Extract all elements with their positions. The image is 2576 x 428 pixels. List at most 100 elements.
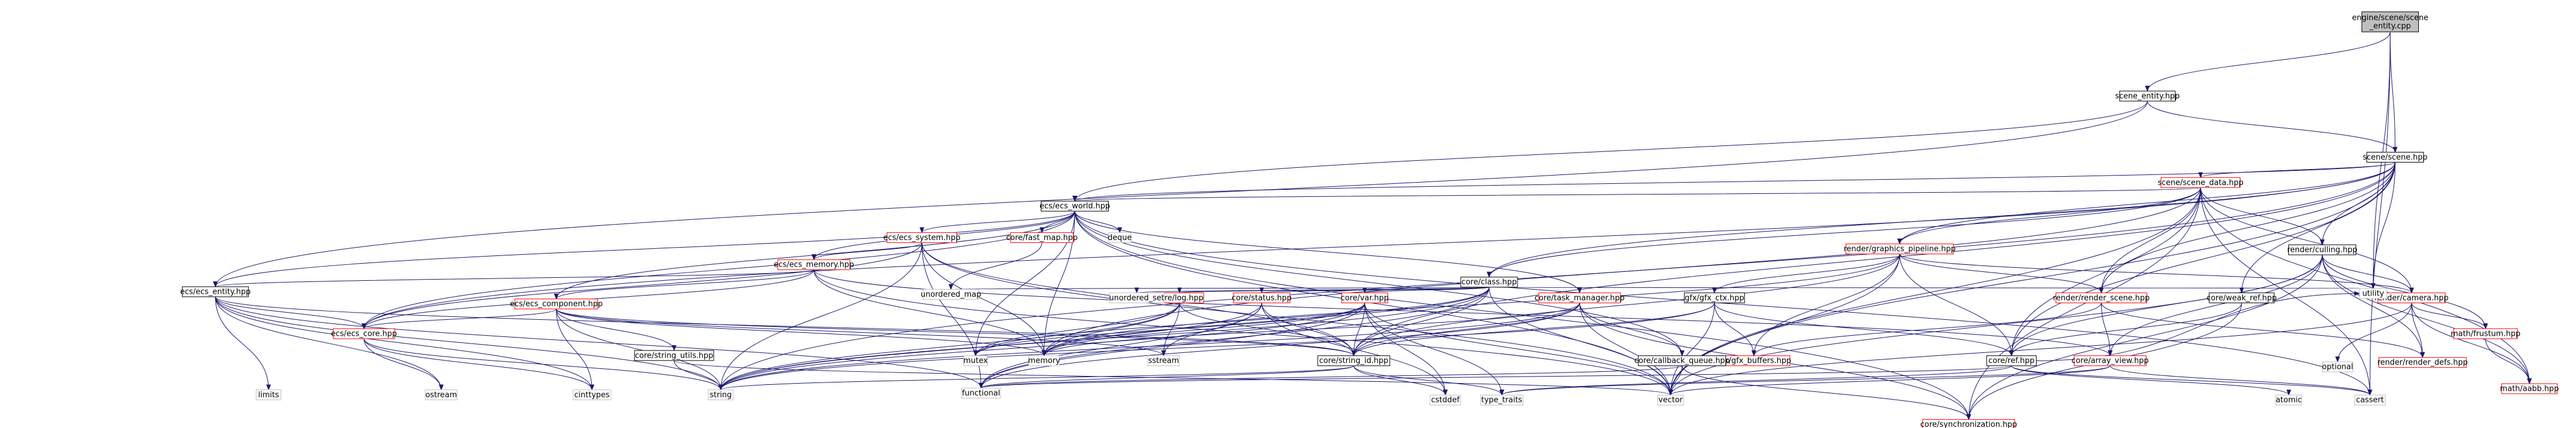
node-box-scene_data — [2160, 177, 2240, 188]
node-atomic: atomic — [2275, 394, 2303, 406]
node-frustum[interactable]: math/frustum.hpp — [2451, 328, 2520, 339]
node-box-ecs_system — [887, 232, 958, 243]
node-label-ecs_system: ecs/ecs_system.hpp — [883, 234, 960, 242]
node-status[interactable]: core/status.hpp — [1232, 292, 1292, 303]
edge-gfx_ctx-to-ref — [1714, 303, 2014, 356]
node-weak_ref[interactable]: core/weak_ref.hpp — [2207, 292, 2277, 303]
node-label-ecs_component: ecs/ecs_component.hpp — [510, 300, 603, 309]
edge-var-to-type_traits — [1364, 303, 1504, 396]
node-label-fast_map: core/fast_map.hpp — [1006, 234, 1077, 242]
node-box-ostream — [425, 389, 458, 400]
node-box-weak_ref — [2209, 292, 2275, 303]
node-box-aabb — [2501, 383, 2558, 394]
node-box-unordered_map — [923, 288, 979, 300]
node-label-root-0: engine/scene/scene — [2352, 14, 2428, 22]
edge-ecs_entity-to-limits — [215, 297, 271, 391]
node-ecs_entity[interactable]: ecs/ecs_entity.hpp — [180, 286, 250, 297]
node-graphics_pipeline[interactable]: render/graphics_pipeline.hpp — [1844, 244, 1956, 255]
node-root[interactable]: engine/scene/scene_entity.cpp — [2352, 11, 2428, 33]
node-synchronization[interactable]: core/synchronization.hpp — [1920, 419, 2017, 428]
node-optional: optional — [2321, 361, 2353, 372]
edge-ecs_entity-to-ostream — [215, 296, 444, 391]
node-ecs_system[interactable]: ecs/ecs_system.hpp — [883, 232, 960, 243]
node-render_scene[interactable]: render/render_scene.hpp — [2053, 292, 2150, 303]
node-ecs_memory[interactable]: ecs/ecs_memory.hpp — [774, 259, 854, 270]
edge-ref-to-atomic — [2011, 365, 2291, 396]
node-array_view[interactable]: core/array_view.hpp — [2072, 355, 2149, 367]
node-render_defs[interactable]: render/render_defs.hpp — [2378, 357, 2468, 368]
node-box-render_defs — [2378, 357, 2467, 368]
node-ecs_core[interactable]: ecs/ecs_core.hpp — [331, 328, 397, 339]
edge-scene_entity-to-scene — [2147, 100, 2398, 153]
node-task_manager[interactable]: core/task_manager.hpp — [1535, 292, 1625, 303]
node-box-optional — [2321, 361, 2353, 372]
edge-ecs_core-to-cinttypes — [363, 338, 595, 391]
edge-string_id-to-cstddef — [1353, 365, 1448, 396]
edge-gfx_ctx-to-string — [718, 303, 1715, 391]
edge-camera-to-optional — [2335, 303, 2412, 363]
edge-ref-to-cassert — [2011, 365, 2372, 396]
edge-status-to-string_id — [1261, 303, 1356, 356]
node-var[interactable]: core/var.hpp — [1341, 292, 1389, 303]
node-label-array_view: core/array_view.hpp — [2072, 356, 2149, 365]
edge-ecs_world-to-ecs_component — [553, 211, 1076, 300]
node-box-unordered_set — [1109, 292, 1164, 303]
node-label-log: core/log.hpp — [1155, 294, 1203, 303]
edge-task_manager-to-callback_queue — [1579, 303, 1685, 356]
node-box-task_manager — [1538, 292, 1621, 303]
node-scene_data[interactable]: scene/scene_data.hpp — [2158, 177, 2243, 188]
edge-ecs_world-to-ecs_core — [362, 211, 1076, 329]
edge-ecs_system-to-ecs_core — [362, 242, 923, 329]
node-scene[interactable]: scene/scene.hpp — [2363, 151, 2428, 163]
node-unordered_map: unordered_map — [921, 288, 981, 300]
node-label-scene: scene/scene.hpp — [2363, 153, 2428, 162]
node-label-functional: functional — [962, 389, 1001, 398]
node-ecs_component[interactable]: ecs/ecs_component.hpp — [510, 299, 603, 310]
edge-var-to-vector — [1364, 303, 1673, 396]
edge-status-to-functional — [978, 303, 1262, 389]
node-label-synchronization: core/synchronization.hpp — [1920, 420, 2017, 428]
node-ref[interactable]: core/ref.hpp — [1986, 355, 2037, 367]
node-box-graphics_pipeline — [1845, 244, 1954, 255]
edge-culling-to-synchronization — [1966, 255, 2323, 420]
node-ecs_world[interactable]: ecs/ecs_world.hpp — [1040, 200, 1110, 212]
node-culling[interactable]: render/culling.hpp — [2287, 244, 2357, 255]
edge-var-to-cstddef — [1364, 303, 1448, 396]
node-string_id[interactable]: core/string_id.hpp — [1317, 355, 1390, 367]
edge-scene-to-ecs_core — [362, 162, 2396, 329]
node-camera[interactable]: render/camera.hpp — [2375, 292, 2448, 303]
node-label-ecs_world: ecs/ecs_world.hpp — [1040, 202, 1110, 211]
node-label-deque: deque — [1108, 234, 1132, 242]
edge-class-to-mutex — [973, 287, 1490, 356]
edge-graphics_pipeline-to-gfx_buffers — [1751, 254, 1900, 356]
node-gfx_buffers[interactable]: gfx/gfx_buffers.hpp — [1717, 355, 1791, 367]
node-limits: limits — [256, 389, 282, 400]
node-string_utils[interactable]: core/string_utils.hpp — [634, 350, 714, 361]
node-label-string: string — [709, 391, 731, 400]
node-label-utility: utility — [2362, 289, 2384, 298]
node-label-ostream: ostream — [425, 391, 457, 400]
edge-scene_data-to-class — [1487, 187, 2201, 278]
node-box-ecs_component — [514, 299, 598, 310]
edge-ecs_system-to-ecs_memory — [812, 242, 923, 261]
node-label-render_defs: render/render_defs.hpp — [2378, 358, 2468, 367]
node-aabb[interactable]: math/aabb.hpp — [2500, 383, 2559, 394]
edge-scene-to-weak_ref — [2239, 162, 2396, 294]
edge-scene-to-string — [718, 162, 2396, 391]
edge-root-to-scene — [2389, 31, 2398, 153]
node-box-class — [1460, 277, 1518, 288]
node-box-ref — [1986, 355, 2037, 367]
node-label-string_id: core/string_id.hpp — [1319, 356, 1388, 365]
node-scene_entity[interactable]: scene_entity.hpp — [2115, 90, 2180, 102]
node-label-string_utils: core/string_utils.hpp — [635, 351, 714, 360]
node-label-ecs_core: ecs/ecs_core.hpp — [331, 329, 397, 338]
edge-graphics_pipeline-to-string_id — [1351, 254, 1900, 356]
edge-ecs_world-to-ecs_system — [919, 210, 1076, 234]
node-fast_map[interactable]: core/fast_map.hpp — [1006, 232, 1077, 243]
edge-ecs_component-to-ecs_core — [362, 309, 557, 329]
node-class[interactable]: core/class.hpp — [1460, 277, 1518, 288]
node-callback_queue[interactable]: core/callback_queue.hpp — [1634, 355, 1730, 367]
edge-scene_entity-to-ecs_world — [1072, 101, 2148, 202]
node-gfx_ctx[interactable]: gfx/gfx_ctx.hpp — [1683, 292, 1745, 303]
edge-graphics_pipeline-to-memory — [1041, 254, 1900, 356]
